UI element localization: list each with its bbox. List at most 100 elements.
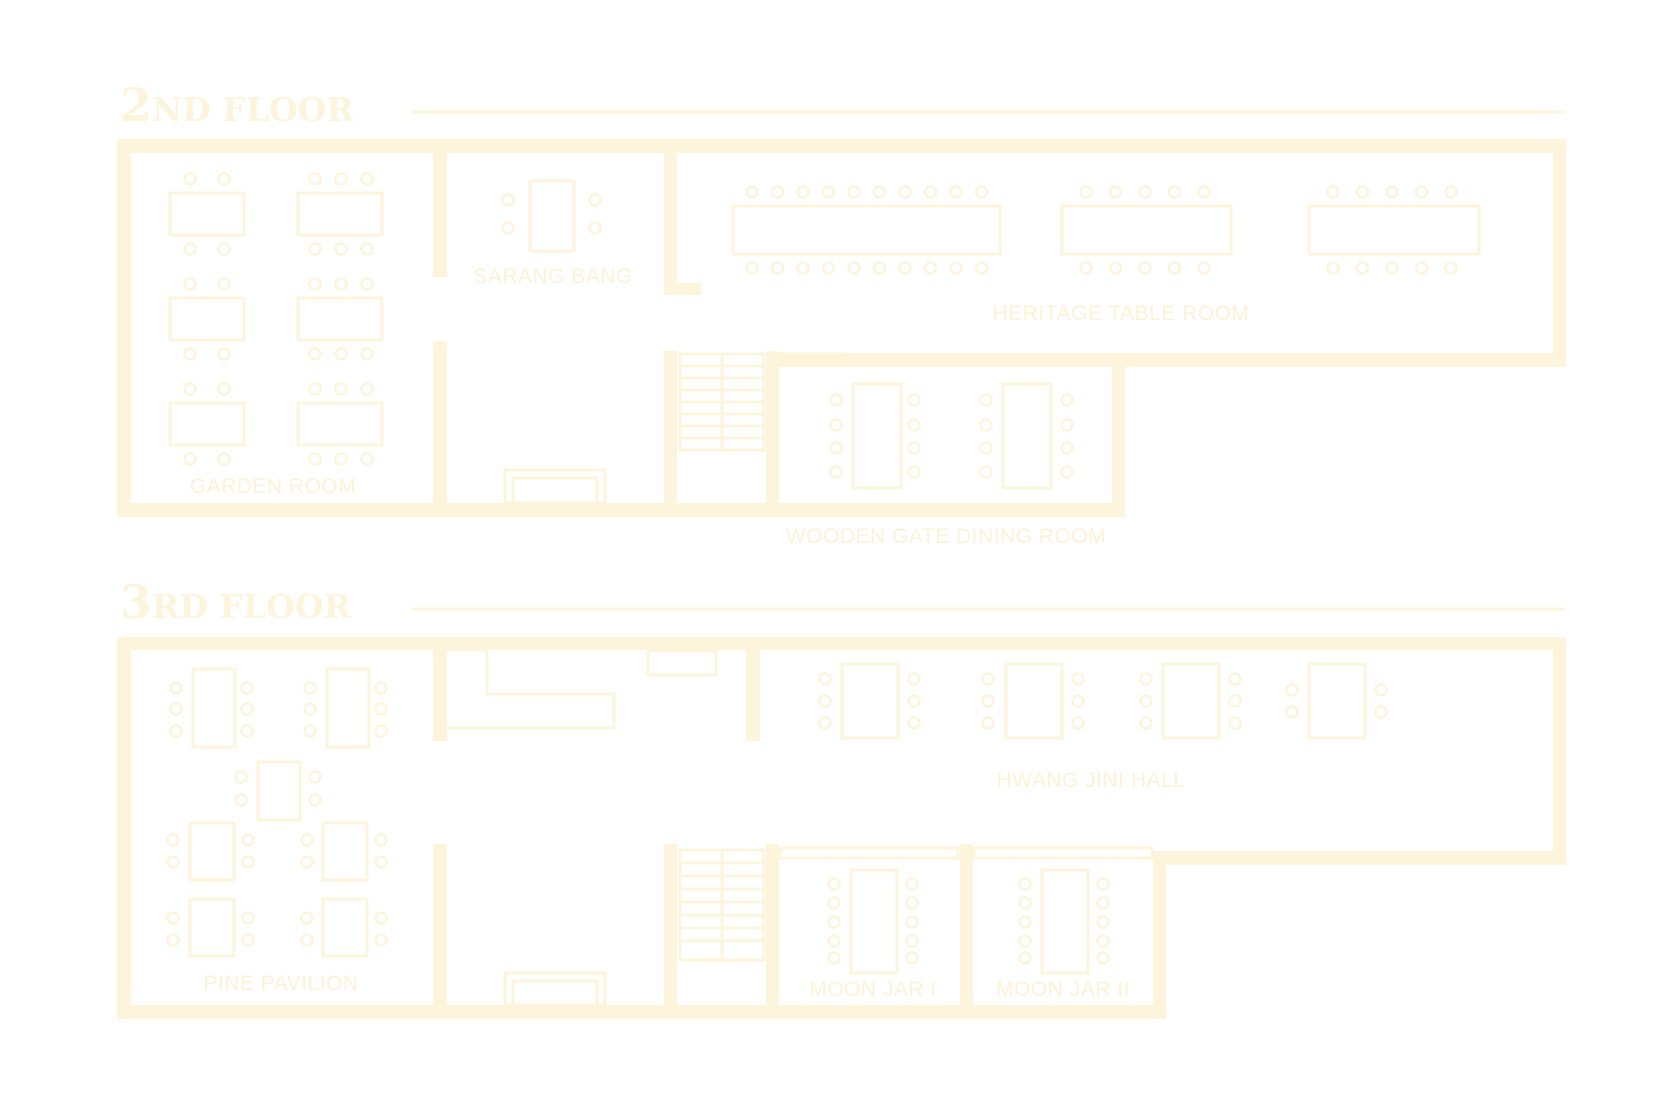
- chair: [588, 221, 602, 235]
- chair: [1355, 261, 1370, 275]
- chair: [241, 833, 255, 847]
- chair: [334, 382, 348, 396]
- floor-3-stairs: [678, 848, 766, 962]
- chair: [1139, 672, 1153, 686]
- chair: [1355, 185, 1370, 199]
- chair: [818, 694, 832, 708]
- chair: [1167, 185, 1182, 199]
- chair: [308, 770, 322, 784]
- dining-table: [296, 401, 384, 447]
- chair: [907, 716, 921, 730]
- chair: [217, 347, 231, 361]
- room-label-heritage-table-room: HERITAGE TABLE ROOM: [993, 302, 1250, 325]
- chair: [905, 877, 919, 891]
- chair: [949, 261, 963, 275]
- chair: [588, 193, 602, 207]
- floor-2-door-threshold: [778, 352, 844, 365]
- chair: [1018, 934, 1032, 948]
- chair: [1444, 261, 1458, 275]
- chair: [907, 418, 921, 432]
- chair: [217, 452, 231, 466]
- chair: [898, 261, 912, 275]
- floor-2-stairs: [678, 352, 766, 452]
- dining-table: [321, 821, 369, 882]
- dining-table: [168, 296, 246, 342]
- dining-table: [1001, 382, 1053, 490]
- chair: [979, 393, 993, 407]
- chair: [183, 277, 197, 291]
- chair: [979, 465, 993, 479]
- chair: [360, 277, 374, 291]
- chair: [905, 896, 919, 910]
- chair: [770, 261, 785, 275]
- chair: [334, 452, 348, 466]
- chair: [334, 347, 348, 361]
- chair: [1138, 261, 1152, 275]
- chair: [905, 934, 919, 948]
- chair: [1096, 915, 1110, 929]
- chair: [166, 933, 180, 947]
- chair: [829, 418, 843, 432]
- chair: [1079, 185, 1093, 199]
- chair: [308, 242, 322, 256]
- chair: [1018, 951, 1032, 965]
- chair: [1060, 465, 1074, 479]
- chair: [308, 793, 322, 807]
- chair: [240, 681, 254, 695]
- chair: [501, 193, 515, 207]
- dining-table: [731, 204, 1002, 256]
- room-label-wooden-gate-dining-room: WOODEN GATE DINING ROOM: [786, 525, 1106, 548]
- chair: [308, 452, 322, 466]
- chair: [796, 261, 810, 275]
- dining-table: [296, 191, 384, 237]
- chair: [1285, 705, 1299, 719]
- chair: [308, 382, 322, 396]
- chair: [818, 672, 832, 686]
- chair: [1228, 716, 1242, 730]
- chair: [1197, 261, 1211, 275]
- chair: [1060, 393, 1074, 407]
- room-label-pine-pavilion: PINE PAVILION: [203, 972, 358, 995]
- chair: [234, 793, 248, 807]
- chair: [1138, 185, 1152, 199]
- chair: [907, 441, 921, 455]
- chair: [1374, 705, 1388, 719]
- chair: [501, 221, 515, 235]
- chair: [1385, 261, 1399, 275]
- chair: [217, 242, 231, 256]
- floor-2-title: 2ND FLOOR: [120, 78, 354, 132]
- chair: [1414, 185, 1429, 199]
- floor-2-fixture: [503, 468, 607, 505]
- chair: [829, 465, 843, 479]
- chair: [907, 393, 921, 407]
- chair: [905, 915, 919, 929]
- chair: [303, 724, 317, 738]
- dining-table: [168, 401, 246, 447]
- chair: [1071, 716, 1085, 730]
- chair: [169, 724, 183, 738]
- room-label-moon-jar-ii: MOON JAR II: [996, 978, 1130, 1001]
- room-label-moon-jar-i: MOON JAR I: [809, 978, 937, 1001]
- chair: [974, 185, 989, 199]
- chair: [745, 261, 759, 275]
- chair: [183, 172, 197, 186]
- chair: [1385, 185, 1399, 199]
- chair: [360, 347, 374, 361]
- dining-table: [1161, 662, 1221, 740]
- floor-3-door-thresholds: [778, 846, 1154, 860]
- floor-3-fixture: [503, 971, 607, 1007]
- chair: [166, 911, 180, 925]
- chair: [770, 185, 785, 199]
- chair: [360, 242, 374, 256]
- dining-table: [321, 897, 369, 958]
- chair: [360, 382, 374, 396]
- chair: [360, 452, 374, 466]
- chair: [745, 185, 759, 199]
- chair: [818, 716, 832, 730]
- chair: [1108, 185, 1123, 199]
- chair: [1444, 185, 1458, 199]
- chair: [1071, 694, 1085, 708]
- chair: [300, 933, 314, 947]
- dining-table: [168, 191, 246, 237]
